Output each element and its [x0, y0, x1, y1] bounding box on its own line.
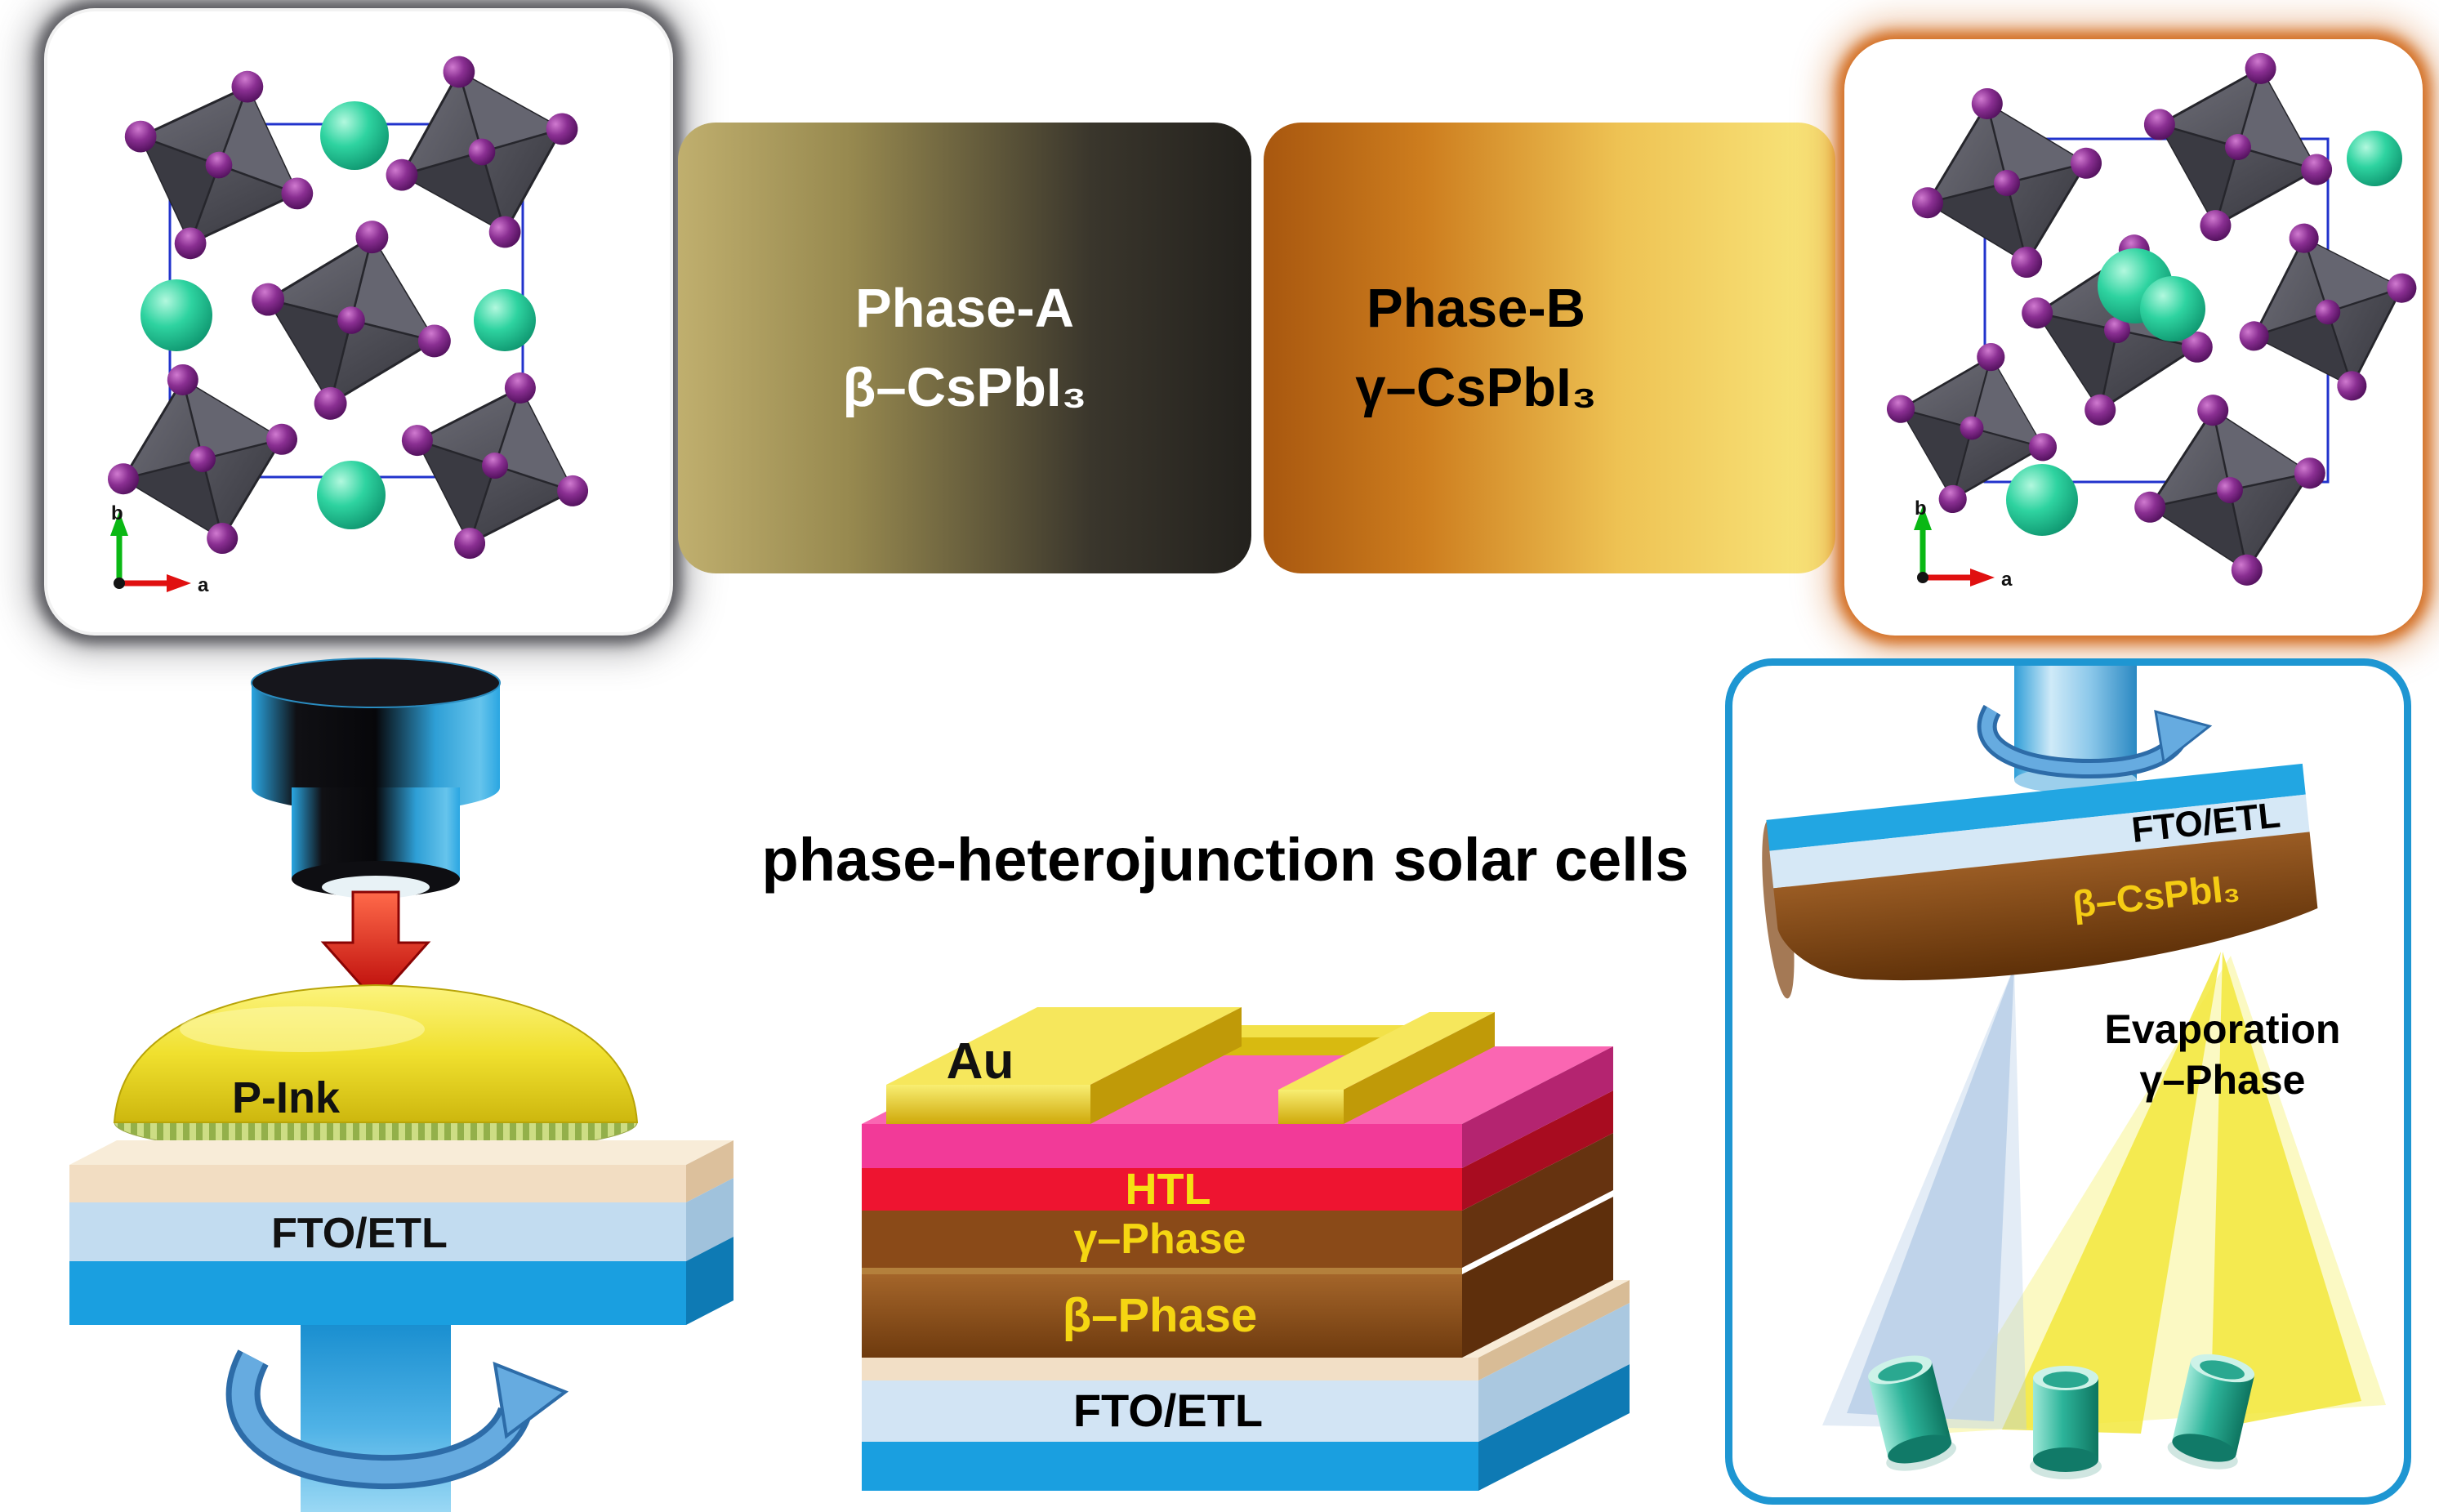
p-ink-label: P-Ink	[232, 1073, 341, 1122]
pbi6-octahedron	[1888, 64, 2126, 302]
phase-b-box: Phase-B γ–CsPbI₃	[1264, 123, 1835, 573]
pbi6-octahedron	[371, 341, 619, 590]
crystal-panel-beta: b a	[47, 11, 670, 632]
rotation-arrow-icon	[225, 1349, 569, 1490]
phase-b-formula: γ–CsPbI₃	[1355, 357, 1597, 418]
au-electrode: Au	[886, 1007, 1495, 1124]
evaporation-illustration: FTO/ETL β–CsPbI₃ Evaporation γ–Phase	[1762, 666, 2386, 1479]
au-label: Au	[947, 1033, 1014, 1090]
ink-droplet: P-Ink	[113, 983, 639, 1156]
gamma-phase-layer: γ–Phase	[862, 1133, 1613, 1268]
fto-etl-label: FTO/ETL	[271, 1210, 448, 1257]
pbi6-octahedron	[2210, 194, 2419, 430]
evaporation-panel: FTO/ETL β–CsPbI₃ Evaporation γ–Phase	[1725, 658, 2411, 1505]
beta-phase-label: β–Phase	[1063, 1289, 1258, 1342]
main-title: phase-heterojunction solar cells	[761, 826, 1689, 894]
crucible	[2167, 1354, 2255, 1470]
cs-atom	[2347, 131, 2402, 186]
phase-a-box: Phase-A β–CsPbI₃	[678, 123, 1251, 573]
solar-cell-stack: FTO/ETL β–Phase γ–Phase HTL	[862, 1007, 1630, 1491]
axis-b-label: b	[111, 502, 123, 524]
cs-atom	[140, 279, 212, 351]
evaporation-label: Evaporation	[2105, 1006, 2341, 1052]
cs-atom	[317, 461, 386, 529]
evap-substrate: FTO/ETL β–CsPbI₃	[1762, 763, 2318, 999]
htl-label: HTL	[1126, 1165, 1211, 1214]
pbi6-octahedron	[2116, 42, 2360, 269]
rotation-arrow-icon	[1977, 704, 2213, 779]
pbi6-octahedron	[358, 28, 606, 276]
fto-etl-label-center: FTO/ETL	[1073, 1385, 1263, 1436]
dispenser-nozzle	[251, 658, 501, 899]
crystal-structure-gamma: b a	[1863, 42, 2419, 607]
crystal-structure-beta: b a	[83, 28, 619, 596]
crucible	[2030, 1366, 2102, 1479]
phase-a-title: Phase-A	[854, 277, 1075, 339]
cs-atom	[2140, 276, 2205, 341]
crucible	[1868, 1355, 1956, 1471]
phase-a-formula: β–CsPbI₃	[842, 357, 1087, 418]
beta-phase-layer: β–Phase	[862, 1197, 1613, 1358]
crystal-panel-gamma: b a	[1848, 42, 2419, 632]
axis-a-label: a	[198, 574, 209, 596]
pbi6-octahedron	[90, 36, 348, 294]
cs-atom	[474, 289, 536, 351]
cs-atom	[320, 101, 389, 170]
evaporation-beam	[1822, 952, 2386, 1434]
axis-b-label: b	[1915, 497, 1927, 520]
down-arrow-icon	[320, 890, 431, 1004]
spin-coating-illustration: P-Ink FTO/ETL	[69, 658, 733, 1512]
fto-etl-layer: FTO/ETL	[862, 1280, 1630, 1491]
gamma-phase-evap-label: γ–Phase	[2140, 1057, 2306, 1103]
cs-atom	[2006, 464, 2078, 536]
substrate-stack: FTO/ETL	[69, 1140, 733, 1325]
phase-b-title: Phase-B	[1366, 277, 1586, 339]
pbi6-octahedron	[225, 194, 477, 446]
htl-layer: HTL	[862, 1091, 1613, 1214]
gamma-phase-label: γ–Phase	[1073, 1215, 1246, 1263]
pbi6-octahedron	[2113, 373, 2347, 607]
axis-a-label: a	[2001, 569, 2013, 591]
